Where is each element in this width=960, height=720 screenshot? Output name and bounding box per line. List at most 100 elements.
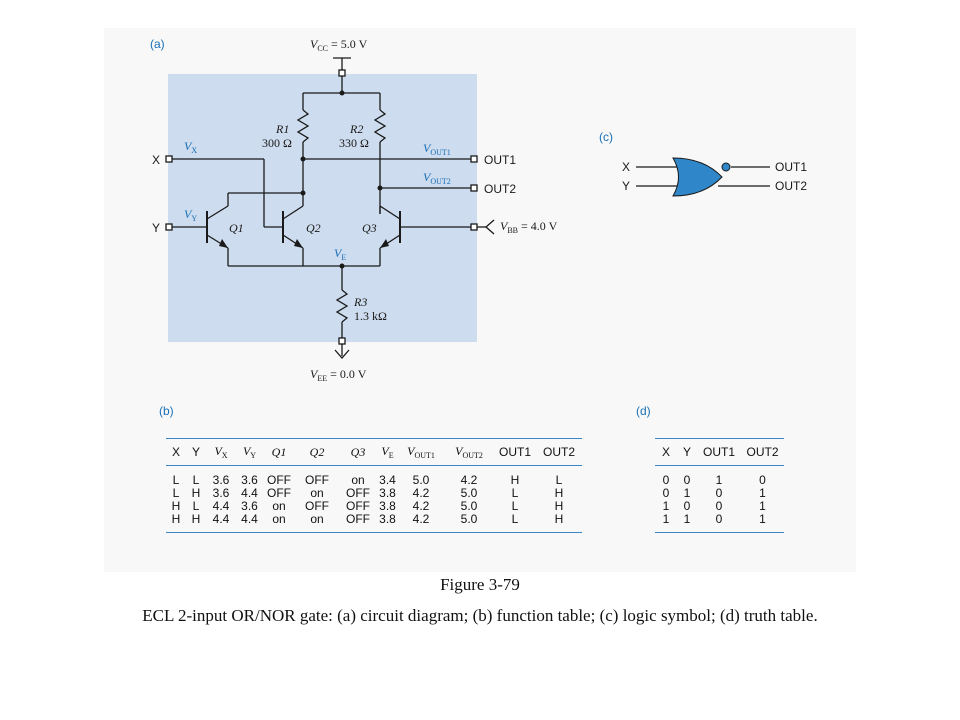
function-table-cell: H <box>554 499 564 513</box>
function-table-cell: 4.2 <box>412 512 430 526</box>
svg-text:VOUT1: VOUT1 <box>423 141 451 157</box>
panel-label-c: (c) <box>599 130 613 144</box>
function-table-cell: 3.8 <box>379 486 396 500</box>
function-table-cell: H <box>510 473 520 487</box>
function-table-cell: OFF <box>305 499 329 513</box>
col-header-q3: Q3 <box>350 444 366 459</box>
vbb-value: 4.0 V <box>531 219 558 233</box>
truth-table-cell: 1 <box>662 499 670 513</box>
function-table-cell: 5.0 <box>412 473 430 487</box>
function-table-cell: H <box>191 486 201 500</box>
tt-header-out1: OUT1 <box>702 445 735 459</box>
ve-node-label: E <box>341 253 346 262</box>
figure-caption: ECL 2-input OR/NOR gate: (a) circuit dia… <box>142 606 818 625</box>
circuit-diagram: VCC = 5.0 V VEE = 0.0 V VBB = 4.0 V R1 3… <box>152 37 558 383</box>
function-table-cell: 4.4 <box>241 486 258 500</box>
function-table-cell: OFF <box>346 499 370 513</box>
truth-table-cell: 0 <box>683 499 691 513</box>
truth-table-cell: 1 <box>759 512 766 526</box>
function-table-cell: 5.0 <box>460 499 478 513</box>
col-header-q2: Q2 <box>309 444 325 459</box>
function-table-cell: on <box>351 473 365 487</box>
function-table-cell: on <box>310 512 324 526</box>
out2-terminal-label: OUT2 <box>484 182 516 196</box>
vx-node-label: X <box>191 146 197 155</box>
panel-label-b: (b) <box>159 404 174 418</box>
function-table-cell: L <box>511 499 519 513</box>
function-table-cell: 5.0 <box>460 512 478 526</box>
col-header-ve: VE <box>381 444 394 460</box>
svg-text:VCC = 5.0 V: VCC = 5.0 V <box>310 37 368 53</box>
function-table-cell: 3.4 <box>379 473 396 487</box>
truth-table-cell: 1 <box>662 512 670 526</box>
vee-subscript: EE <box>317 374 327 383</box>
col-header-vout1: VOUT1 <box>407 444 435 460</box>
truth-table-cell: 1 <box>683 486 691 500</box>
out1-terminal-label: OUT1 <box>484 153 516 167</box>
col-header-vout2: VOUT2 <box>455 444 483 460</box>
function-table-cell: H <box>171 512 181 526</box>
col-header-vy: VY <box>242 444 257 460</box>
function-table-cell: 5.0 <box>460 486 478 500</box>
r2-label: R2 <box>349 122 363 136</box>
logic-input-x: X <box>622 160 630 174</box>
r3-value: 1.3 kΩ <box>354 309 387 323</box>
r1-label: R1 <box>275 122 289 136</box>
svg-text:VE: VE <box>334 246 346 262</box>
tt-header-y: Y <box>682 445 691 459</box>
function-table-cell: 4.2 <box>412 486 430 500</box>
q1-label: Q1 <box>229 221 244 235</box>
col-header-out1: OUT1 <box>498 445 531 459</box>
col-header-q1: Q1 <box>271 444 287 459</box>
truth-table-cell: 0 <box>759 473 766 487</box>
logic-input-y: Y <box>622 179 630 193</box>
function-table-cell: H <box>554 512 564 526</box>
nor-inversion-bubble <box>721 162 731 172</box>
figure-title: Figure 3-79 <box>440 575 520 594</box>
function-table-cell: 3.6 <box>241 473 258 487</box>
truth-table-cell: 0 <box>683 473 691 487</box>
function-table-cell: L <box>511 512 519 526</box>
function-table-cell: 4.4 <box>241 512 258 526</box>
col-header-out2: OUT2 <box>542 445 575 459</box>
vcc-subscript: CC <box>317 44 328 53</box>
truth-table-cell: 1 <box>715 473 723 487</box>
function-table-cell: 4.4 <box>212 499 230 513</box>
function-table-cell: 4.2 <box>412 499 430 513</box>
svg-text:VBB = 4.0 V: VBB = 4.0 V <box>500 219 558 235</box>
function-table-cell: L <box>192 473 200 487</box>
truth-table-cell: 1 <box>683 512 691 526</box>
or-nor-gate-shape <box>672 157 723 197</box>
r3-label: R3 <box>353 295 367 309</box>
function-table-cell: 3.6 <box>212 473 230 487</box>
function-table-cell: L <box>192 499 200 513</box>
function-table-cell: 4.2 <box>460 473 478 487</box>
function-table: X Y VX VY Q1 Q2 Q3 VE VOUT1 VOUT2 OUT1 O… <box>166 438 582 533</box>
function-table-cell: 3.8 <box>379 512 396 526</box>
circuit-panel <box>168 74 477 342</box>
logic-symbol: X Y OUT1 OUT2 <box>622 157 807 197</box>
tt-header-x: X <box>661 445 670 459</box>
function-table-cell: H <box>554 486 564 500</box>
function-table-cell: L <box>511 486 519 500</box>
q2-label: Q2 <box>306 221 321 235</box>
r2-resistor <box>373 109 387 143</box>
function-table-cell: on <box>310 486 324 500</box>
tt-header-out2: OUT2 <box>746 445 779 459</box>
function-table-cell: on <box>272 512 286 526</box>
function-table-cell: OFF <box>346 486 370 500</box>
svg-text:VX: VX <box>184 139 197 155</box>
col-header-x: X <box>171 445 180 459</box>
vcc-value: 5.0 V <box>341 37 368 51</box>
function-table-cell: on <box>272 499 286 513</box>
col-header-y: Y <box>191 445 200 459</box>
logic-out1: OUT1 <box>775 160 807 174</box>
truth-table-cell: 0 <box>662 473 670 487</box>
